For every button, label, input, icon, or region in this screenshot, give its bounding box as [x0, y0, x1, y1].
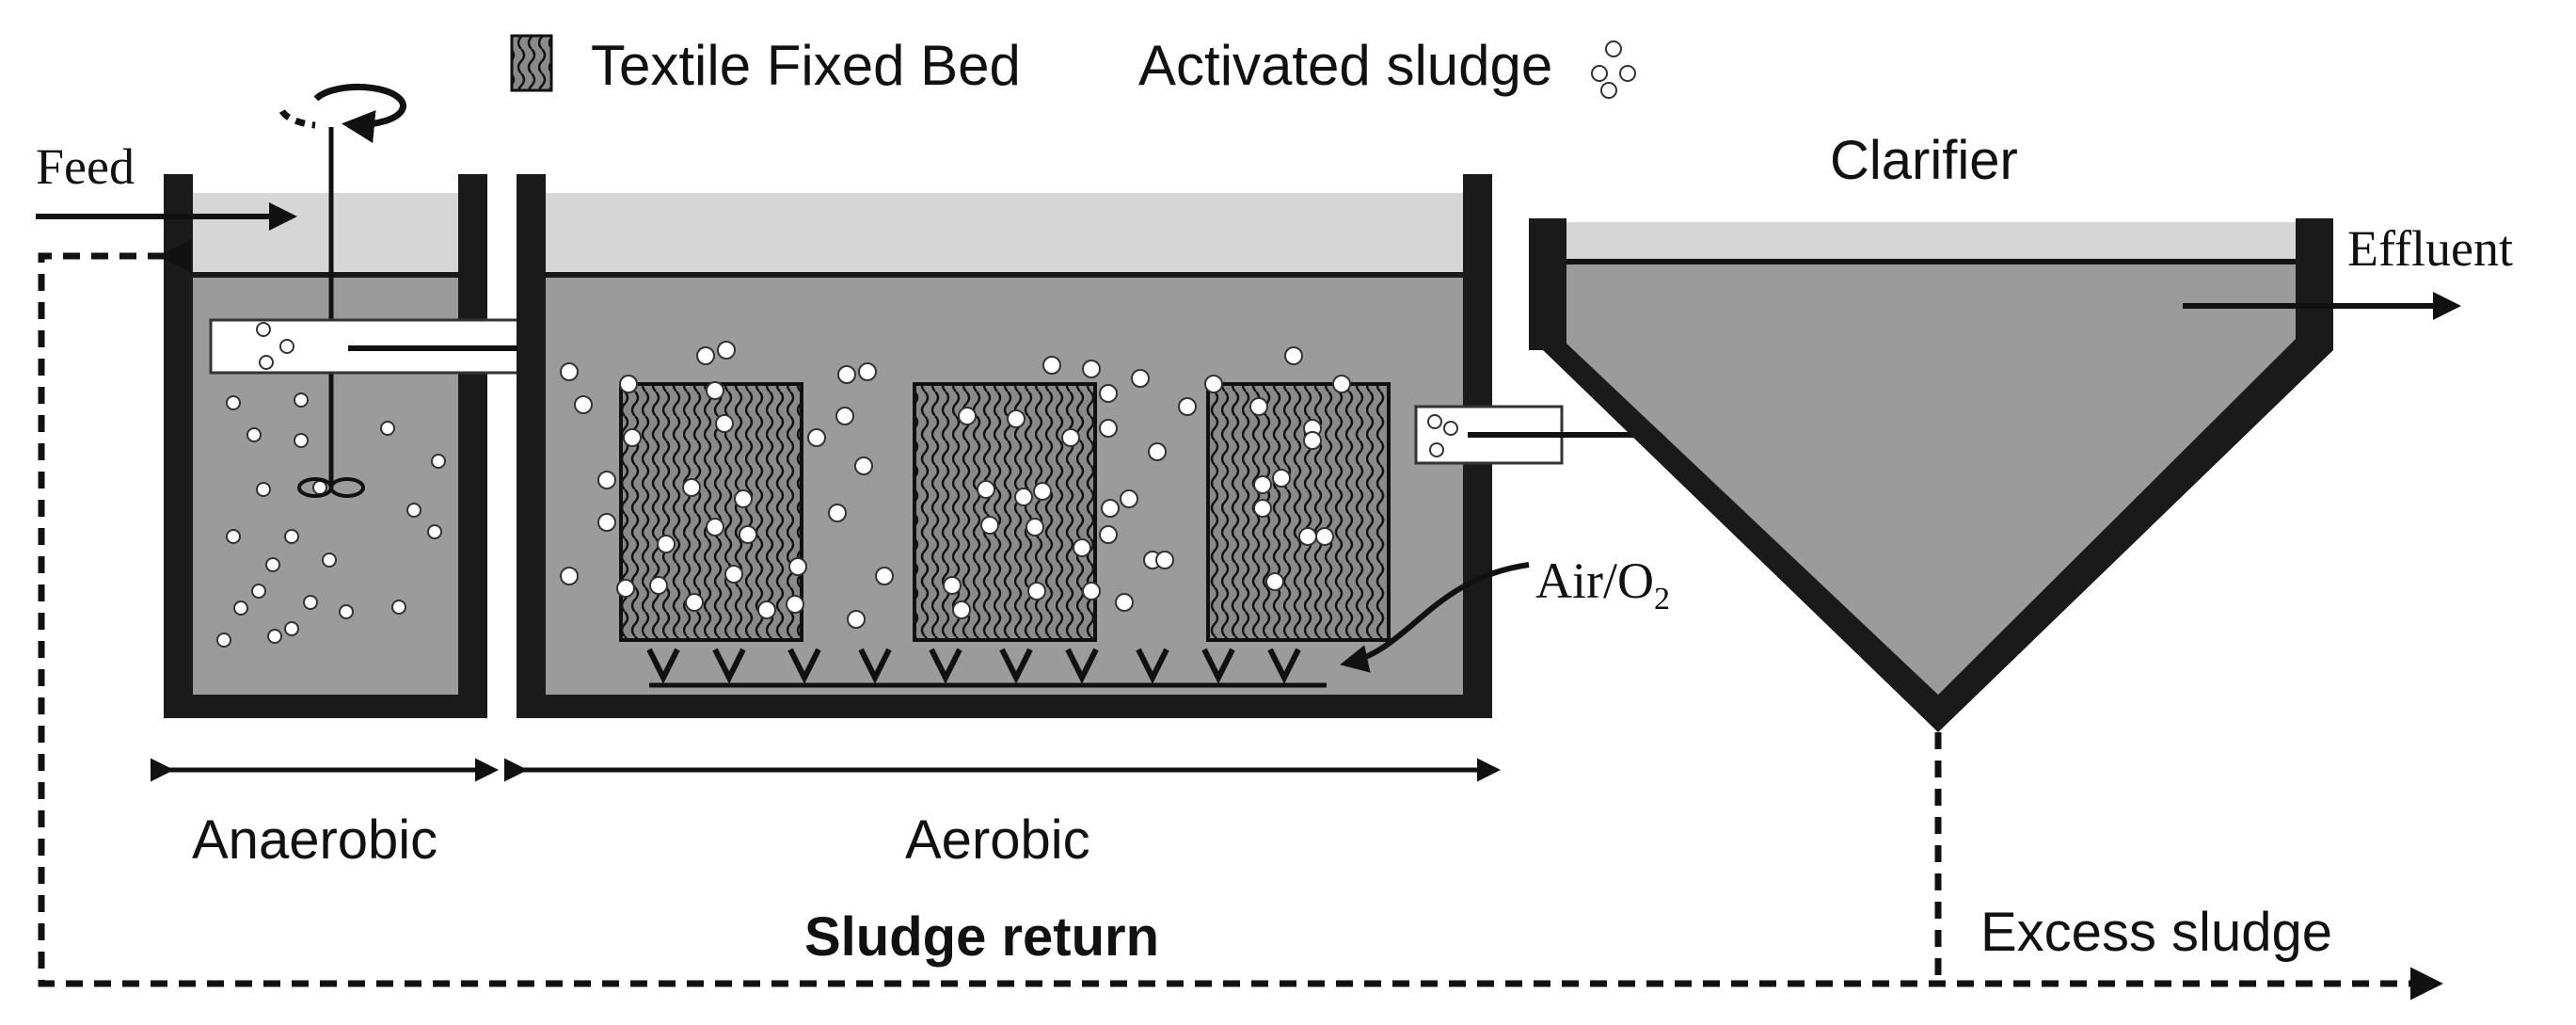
- clarifier-label: Clarifier: [1830, 130, 2018, 191]
- excess-sludge-label: Excess sludge: [1980, 902, 2332, 963]
- aerobic-tank: [517, 174, 1530, 718]
- sludge-return-label: Sludge return: [804, 906, 1159, 968]
- air-label-main: Air/O: [1535, 553, 1654, 609]
- textile-fixed-bed-2: [913, 382, 1097, 642]
- air-label-subscript: 2: [1654, 582, 1670, 617]
- textile-fixed-bed-3: [1206, 382, 1391, 642]
- textile-fixed-bed-1: [619, 382, 803, 642]
- legend-textile-fixed-bed: Textile Fixed Bed: [591, 34, 1021, 97]
- effluent-label: Effluent: [2347, 220, 2513, 277]
- activated-sludge-icon: [1591, 40, 1636, 99]
- textile-fixed-bed-swatch-icon: [510, 34, 553, 92]
- legend-activated-sludge: Activated sludge: [1138, 34, 1552, 97]
- clarifier-headspace: [1562, 222, 2296, 262]
- aerobic-headspace: [546, 193, 1463, 276]
- clarifier: [1529, 218, 2333, 732]
- aerobic-label: Aerobic: [905, 809, 1090, 871]
- legend: Textile Fixed Bed Activated sludge: [510, 34, 1636, 99]
- anaerobic-label: Anaerobic: [192, 809, 437, 871]
- anaerobic-tank: [164, 83, 487, 718]
- anaerobic-headspace: [193, 193, 458, 276]
- sludge-return-line: [38, 239, 2443, 1001]
- air-label: Air/O2: [1535, 553, 1670, 617]
- feed-label: Feed: [36, 138, 135, 195]
